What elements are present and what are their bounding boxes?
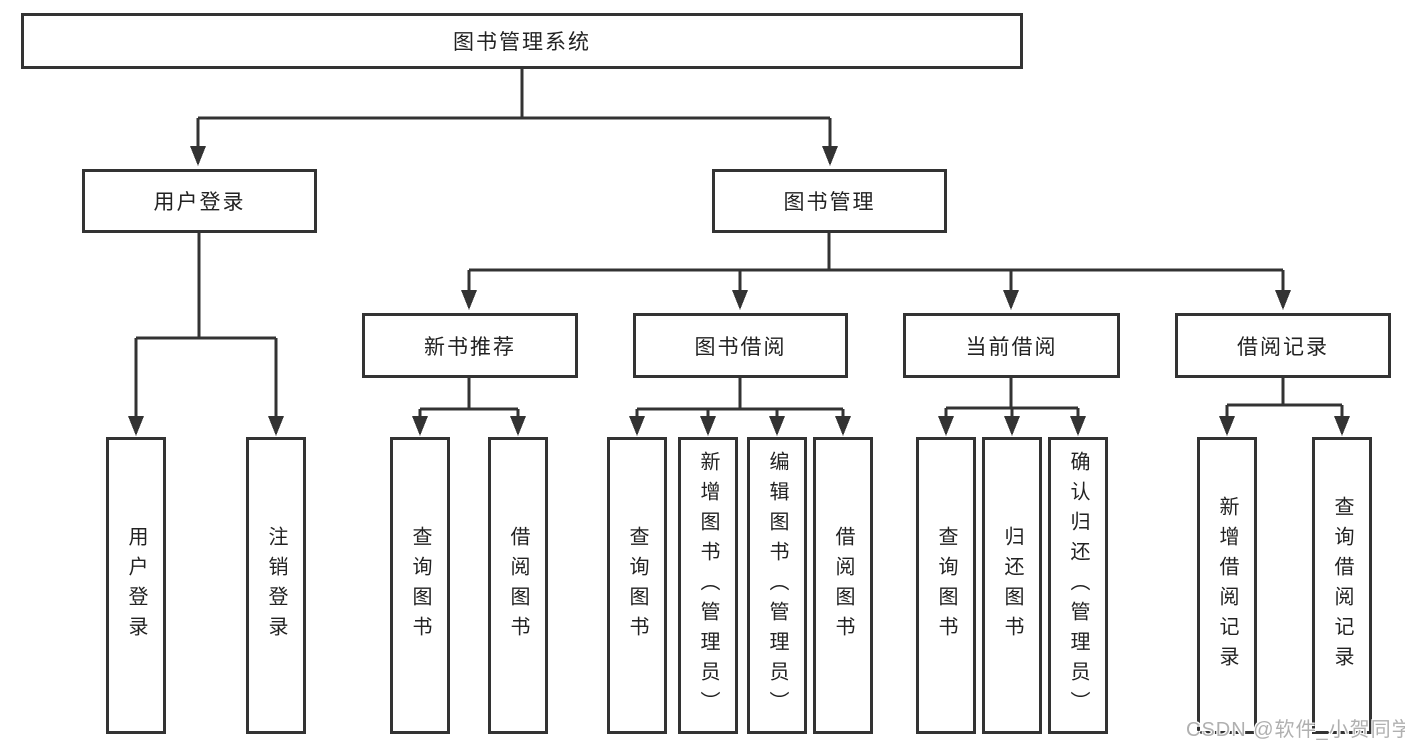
leaf-return-books: 归还图书 (982, 437, 1042, 734)
leaf-label: 查询图书 (935, 525, 957, 646)
leaf-query-books-current: 查询图书 (916, 437, 976, 734)
edge-borrow-to-leaves (635, 378, 845, 416)
leaf-add-books-admin: 新增图书（管理员） (678, 437, 738, 734)
arrowheads (128, 146, 1350, 436)
node-book-borrowing: 图书借阅 (633, 313, 848, 378)
arrow-down-icon (412, 416, 428, 436)
leaf-label: 编辑图书（管理员） (766, 450, 788, 721)
arrow-down-icon (190, 146, 206, 166)
leaf-logout: 注销登录 (246, 437, 306, 734)
arrow-down-icon (1334, 416, 1350, 436)
leaf-label: 查询图书 (409, 525, 431, 646)
arrow-down-icon (822, 146, 838, 166)
node-book-management: 图书管理 (712, 169, 947, 233)
node-new-book-recommend: 新书推荐 (362, 313, 578, 378)
node-current-borrowing: 当前借阅 (903, 313, 1120, 378)
arrow-down-icon (1275, 290, 1291, 310)
arrow-down-icon (461, 290, 477, 310)
leaf-borrow-books: 借阅图书 (813, 437, 873, 734)
leaf-confirm-return-admin: 确认归还（管理员） (1048, 437, 1108, 734)
leaf-edit-books-admin: 编辑图书（管理员） (747, 437, 807, 734)
arrow-down-icon (128, 416, 144, 436)
edge-root-to-level2 (196, 69, 832, 146)
arrow-down-icon (1219, 416, 1235, 436)
arrow-down-icon (1003, 290, 1019, 310)
arrow-down-icon (700, 416, 716, 436)
leaf-label: 查询借阅记录 (1331, 495, 1353, 676)
arrow-down-icon (268, 416, 284, 436)
leaf-label: 新增图书（管理员） (697, 450, 719, 721)
edge-current-to-leaves (944, 378, 1080, 416)
node-root-system: 图书管理系统 (21, 13, 1023, 69)
leaf-query-borrow-record: 查询借阅记录 (1312, 437, 1372, 734)
edge-records-to-leaves (1225, 378, 1344, 416)
leaf-label: 查询图书 (626, 525, 648, 646)
leaf-query-books-recommend: 查询图书 (390, 437, 450, 734)
arrow-down-icon (510, 416, 526, 436)
leaf-label: 确认归还（管理员） (1067, 450, 1089, 721)
edge-newbook-to-leaves (418, 378, 520, 416)
leaf-label: 注销登录 (265, 525, 287, 646)
arrow-down-icon (629, 416, 645, 436)
arrow-down-icon (1004, 416, 1020, 436)
leaf-label: 归还图书 (1001, 525, 1023, 646)
leaf-borrow-books-recommend: 借阅图书 (488, 437, 548, 734)
leaf-query-books-borrow: 查询图书 (607, 437, 667, 734)
csdn-watermark: CSDN @软件_小贺同学 (1186, 719, 1405, 741)
arrow-down-icon (938, 416, 954, 436)
arrow-down-icon (732, 290, 748, 310)
leaf-user-login: 用户登录 (106, 437, 166, 734)
edge-login-to-leaves (134, 233, 278, 416)
leaf-label: 借阅图书 (832, 525, 854, 646)
leaf-label: 新增借阅记录 (1216, 495, 1238, 676)
leaf-label: 借阅图书 (507, 525, 529, 646)
edge-mgmt-to-level3 (467, 233, 1285, 290)
arrow-down-icon (835, 416, 851, 436)
leaf-label: 用户登录 (125, 525, 147, 646)
arrow-down-icon (769, 416, 785, 436)
arrow-down-icon (1070, 416, 1086, 436)
node-borrowing-records: 借阅记录 (1175, 313, 1391, 378)
leaf-add-borrow-record: 新增借阅记录 (1197, 437, 1257, 734)
node-user-login: 用户登录 (82, 169, 317, 233)
